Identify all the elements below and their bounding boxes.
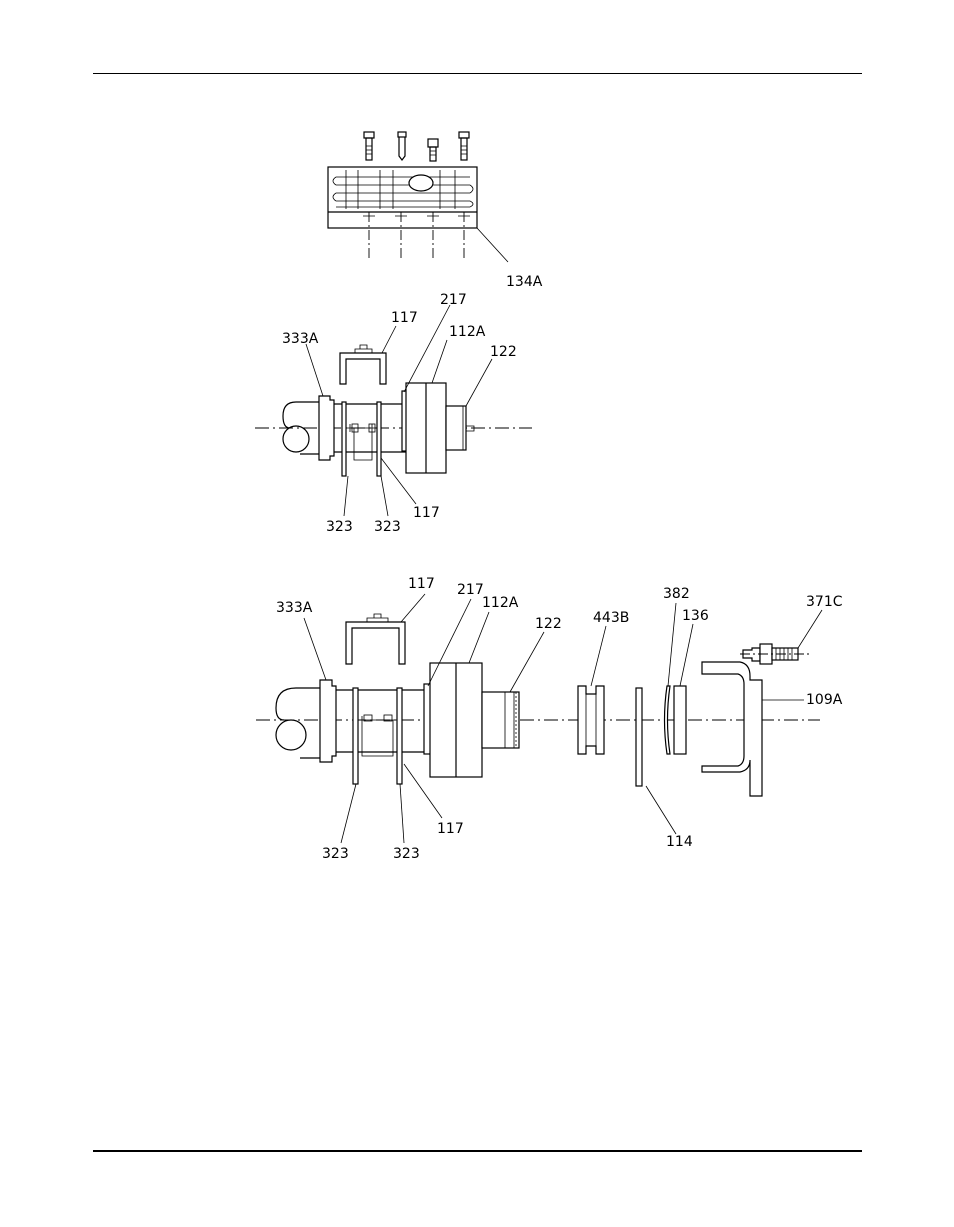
label-136: 136: [682, 608, 709, 624]
deflector-117: [340, 353, 386, 384]
lockwasher-left: [342, 402, 346, 476]
shaft-section: [283, 426, 309, 452]
bearing-housing-view: [328, 132, 508, 262]
label-117-top: 117: [391, 310, 418, 326]
housing-bolts: [364, 132, 469, 161]
lockwasher-right: [377, 402, 381, 476]
locknut-122-2: [482, 692, 519, 748]
label-333a-b: 333A: [276, 600, 313, 616]
label-134a: 134A: [506, 274, 543, 290]
label-122: 122: [490, 344, 517, 360]
label-217: 217: [440, 292, 467, 308]
sight-glass: [409, 175, 433, 191]
seal-333a-2: [320, 680, 336, 762]
label-382: 382: [663, 586, 690, 602]
label-117-lower: 117: [413, 505, 440, 521]
label-443b: 443B: [593, 610, 629, 626]
lockwasher-right-2: [397, 688, 402, 784]
label-112a: 112A: [449, 324, 486, 340]
label-333a: 333A: [282, 331, 319, 347]
label-323-right-b: 323: [393, 846, 420, 862]
deflector-117-2: [346, 622, 405, 664]
label-371c: 371C: [806, 594, 843, 610]
labyrinth-443b: [578, 686, 604, 754]
label-112a-b: 112A: [482, 595, 519, 611]
gasket-114: [636, 688, 642, 786]
label-122-b: 122: [535, 616, 562, 632]
label-323-right: 323: [374, 519, 401, 535]
label-323-left: 323: [326, 519, 353, 535]
label-117-lower-b: 117: [437, 821, 464, 837]
ring-136: [674, 686, 686, 754]
label-217-b: 217: [457, 582, 484, 598]
housing-passages: [333, 170, 473, 209]
label-117-top-b: 117: [408, 576, 435, 592]
label-323-left-b: 323: [322, 846, 349, 862]
label-109a: 109A: [806, 692, 843, 708]
label-114: 114: [666, 834, 693, 850]
lockwasher-left-2: [353, 688, 358, 784]
seal-333a: [319, 396, 334, 460]
shaft-section-2: [276, 720, 306, 750]
end-cover-109a: [702, 662, 762, 796]
